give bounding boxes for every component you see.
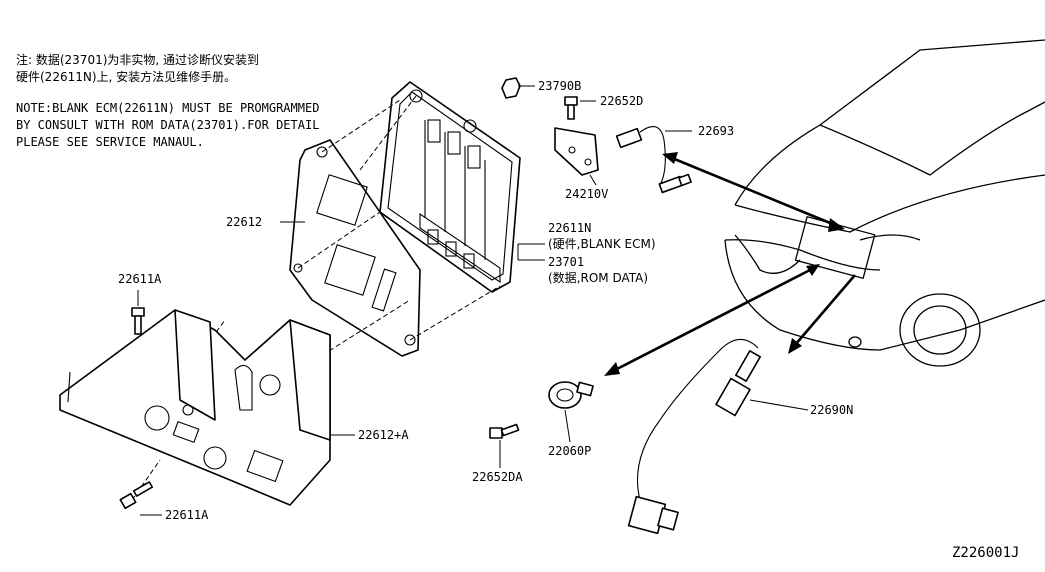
label-24210v: 24210V [565, 187, 608, 201]
nut-icon[interactable] [501, 77, 521, 99]
bolt-icon[interactable] [564, 96, 578, 120]
note-cn-line-2: 硬件(22611N)上, 安装方法见维修手册。 [16, 70, 237, 84]
label-22611a-top: 22611A [118, 272, 162, 286]
label-22612a: 22612+A [358, 428, 409, 442]
knock-sensor-icon[interactable] [548, 381, 594, 409]
label-23701: 23701 [548, 255, 584, 269]
note-english: NOTE:BLANK ECM(22611N) MUST BE PROMGRAMM… [16, 100, 319, 151]
vehicle-icon [724, 39, 1045, 367]
location-arrows [604, 152, 856, 376]
note-en-line-2: BY CONSULT WITH ROM DATA(23701).FOR DETA… [16, 118, 320, 132]
bolt-icon[interactable] [119, 481, 154, 510]
label-22060p: 22060P [548, 444, 591, 458]
bracket-icon[interactable] [554, 127, 599, 176]
diagram-id: Z226001J [952, 545, 1019, 561]
label-22611a-bottom: 22611A [165, 508, 209, 522]
note-en-line-1: NOTE:BLANK ECM(22611N) MUST BE PROMGRAMM… [16, 101, 320, 115]
label-22652d: 22652D [600, 94, 643, 108]
oxygen-sensor-icon[interactable] [615, 126, 692, 194]
label-22612: 22612 [226, 215, 262, 229]
tray-icon[interactable] [59, 309, 331, 506]
note-cn-line-1: 注: 数据(23701)为非实物, 通过诊断仪安装到 [16, 53, 260, 67]
label-22690n: 22690N [810, 403, 853, 417]
ecm-module-icon[interactable] [379, 81, 521, 293]
note-chinese: 注: 数据(23701)为非实物, 通过诊断仪安装到 硬件(22611N)上, … [16, 52, 259, 86]
bolt-icon[interactable] [131, 307, 145, 335]
label-22652da: 22652DA [472, 470, 523, 484]
label-23701-desc: (数据,ROM DATA) [548, 270, 648, 285]
label-22611n: 22611N [548, 221, 591, 235]
bracket-icon[interactable] [289, 139, 421, 357]
label-22693: 22693 [698, 124, 734, 138]
bolt-icon[interactable] [489, 423, 520, 439]
note-en-line-3: PLEASE SEE SERVICE MANAUL. [16, 135, 204, 149]
oxygen-sensor-icon[interactable] [627, 338, 761, 535]
label-22611n-desc: (硬件,BLANK ECM) [548, 237, 656, 251]
label-23790b: 23790B [538, 79, 581, 93]
